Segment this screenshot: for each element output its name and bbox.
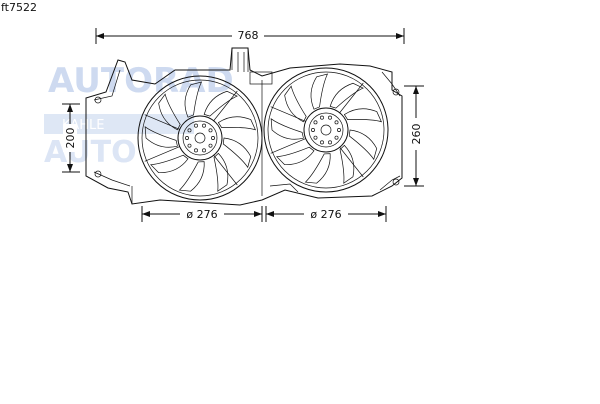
- fan-strut: [339, 147, 364, 178]
- fan-blade: [304, 153, 331, 184]
- fan-bolt: [185, 136, 189, 140]
- fan-right: [263, 67, 389, 193]
- fan-blade: [203, 90, 238, 117]
- fan-blade: [270, 118, 304, 140]
- fan-bolt: [187, 128, 192, 133]
- fan-ring-inner: [141, 79, 259, 197]
- fan-ring: [263, 67, 389, 193]
- dimension-fan-right-label: ø 276: [310, 208, 341, 221]
- fan-bolt: [320, 115, 324, 120]
- fan-strut: [270, 138, 306, 154]
- part-code: ft7522: [1, 1, 37, 14]
- fan-bolt: [208, 128, 213, 133]
- fan-blade: [150, 154, 189, 174]
- fan-bolt: [328, 115, 332, 120]
- dimension-width: 768: [95, 28, 405, 44]
- fan-bolt: [187, 143, 192, 148]
- fan-strut: [339, 82, 364, 113]
- fan-bolt: [194, 148, 198, 153]
- fan-left: [137, 75, 263, 201]
- fan-bolt: [313, 135, 318, 140]
- fan-bolt: [337, 128, 341, 132]
- fan-blade: [213, 152, 229, 192]
- fan-blade: [178, 161, 205, 192]
- fan-strut: [144, 146, 180, 162]
- dimension-width-label: 768: [238, 29, 259, 42]
- fan-shaft: [194, 132, 206, 144]
- fan-strut: [270, 106, 306, 122]
- fan-blade: [284, 85, 307, 123]
- fan-bolt: [208, 143, 213, 148]
- fan-shaft: [320, 124, 332, 136]
- fan-blade: [222, 137, 252, 169]
- fan-bolt: [202, 123, 206, 128]
- fan-bolt: [328, 140, 332, 145]
- fan-blade: [276, 146, 315, 166]
- fan-bolt: [313, 120, 318, 125]
- fan-blade: [144, 126, 178, 148]
- fan-hub: [177, 115, 223, 161]
- fan-bolt: [320, 140, 324, 145]
- fan-blade: [217, 116, 257, 131]
- dimension-height-left-label: 200: [64, 128, 77, 149]
- watermark: AUTORAD KAHLE AUTO: [44, 61, 234, 170]
- fan-blade: [343, 108, 383, 123]
- fan-bolt: [334, 135, 339, 140]
- fan-blade: [329, 82, 364, 109]
- shroud-frame: [85, 47, 403, 206]
- watermark-brand: AUTORAD: [48, 61, 234, 101]
- fan-bolt: [311, 128, 315, 132]
- fan-ring: [137, 75, 263, 201]
- dimension-fan-right: ø 276: [265, 206, 387, 222]
- fan-strut: [213, 90, 238, 121]
- dimension-fan-left: ø 276: [141, 206, 263, 222]
- fan-ring-inner: [267, 71, 385, 189]
- fan-hub: [303, 107, 349, 153]
- fan-bolt: [202, 148, 206, 153]
- dimension-fan-left-label: ø 276: [186, 208, 217, 221]
- fan-bolt: [194, 123, 198, 128]
- fan-blade: [348, 129, 378, 161]
- fan-blade: [158, 93, 181, 131]
- fan-hub-inner: [308, 112, 344, 148]
- fan-blade: [339, 144, 355, 184]
- fan-hub-inner: [182, 120, 218, 156]
- dimension-height-left: 200: [62, 103, 80, 173]
- fan-blade: [310, 73, 329, 110]
- fan-strut: [144, 114, 180, 130]
- fan-strut: [213, 155, 238, 186]
- fan-blade: [184, 81, 203, 118]
- watermark-band: [44, 114, 194, 134]
- dimension-height-right-label: 260: [410, 124, 423, 145]
- dimension-height-right: 260: [404, 85, 424, 187]
- fan-bolt: [334, 120, 339, 125]
- fan-bolt: [211, 136, 215, 140]
- watermark-brand-lower: AUTO: [44, 135, 137, 170]
